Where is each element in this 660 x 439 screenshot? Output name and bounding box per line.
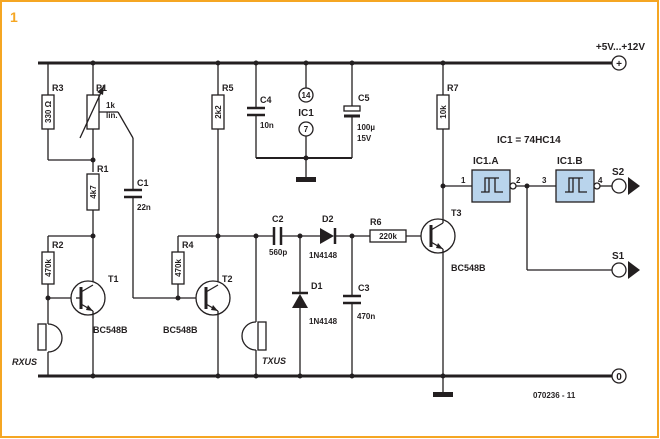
ground-terminal <box>611 368 627 384</box>
r5-value: 2k2 <box>214 105 223 119</box>
positive-terminal-symbol: + <box>616 59 622 70</box>
ic1a-pin-in: 1 <box>461 176 466 185</box>
transistor-t1: T1 BC548B <box>70 274 128 376</box>
ic-note: IC1 = 74HC14 <box>497 135 561 146</box>
c4-value: 10n <box>260 121 274 130</box>
output-s2: S2 <box>611 167 640 195</box>
resistor-r7: R7 10k <box>436 63 472 223</box>
t3-ground-symbol <box>433 376 453 397</box>
resistor-r4: R4 470k <box>171 235 218 298</box>
local-ground <box>256 157 352 182</box>
c2-ref: C2 <box>272 214 284 224</box>
r4-ref: R4 <box>182 240 194 250</box>
d2-ref: D2 <box>322 214 334 224</box>
t3-type: BC548B <box>451 263 486 273</box>
supply-voltage-label: +5V...+12V <box>596 42 645 53</box>
r5-ref: R5 <box>222 83 234 93</box>
d1-ref: D1 <box>311 281 323 291</box>
d2-type: 1N4148 <box>309 251 338 260</box>
c2-value: 560p <box>269 248 287 257</box>
c3-value: 470n <box>357 312 375 321</box>
capacitor-c5: C5 100µ 15V <box>343 63 375 158</box>
transistor-t3: T3 BC548B <box>420 208 486 376</box>
c5-voltage: 15V <box>357 134 372 143</box>
r4-value: 470k <box>174 259 183 277</box>
t1-type: BC548B <box>93 325 128 335</box>
schmitt-gate-ic1b: IC1.B 3 4 <box>542 156 612 203</box>
txus-label: TXUS <box>262 356 286 366</box>
c5-ref: C5 <box>358 93 370 103</box>
ic1a-ref: IC1.A <box>473 156 499 167</box>
ic1b-ref: IC1.B <box>557 156 583 167</box>
resistor-r1: R1 4k7 <box>86 164 109 288</box>
r3-value: 330 Ω <box>44 100 53 123</box>
r6-value: 220k <box>379 232 397 241</box>
t2-ref: T2 <box>222 274 233 284</box>
capacitor-c4: C4 10n <box>247 63 274 158</box>
output-s1: S1 <box>526 186 640 279</box>
resistor-r3: R3 330 Ω <box>41 63 93 161</box>
c4-ref: C4 <box>260 95 272 105</box>
schmitt-gate-ic1a: IC1.A 1 2 <box>461 156 556 203</box>
s2-label: S2 <box>612 167 625 178</box>
r7-value: 10k <box>439 105 448 119</box>
r3-ref: R3 <box>52 83 64 93</box>
resistor-r5: R5 2k2 <box>211 63 234 288</box>
positive-terminal <box>611 55 627 71</box>
ic1-pin-7: 7 <box>304 125 309 134</box>
r6-ref: R6 <box>370 217 382 227</box>
c1-value: 22n <box>137 203 151 212</box>
ic1-pin-14: 14 <box>302 91 311 100</box>
capacitor-c3: C3 470n <box>343 236 375 376</box>
ic1a-pin-out: 2 <box>516 176 521 185</box>
r2-ref: R2 <box>52 240 64 250</box>
ic1b-pin-in: 3 <box>542 176 547 185</box>
txus-transducer: TXUS <box>218 235 286 376</box>
ground-rail: 0 <box>38 368 627 384</box>
r1-ref: R1 <box>97 164 109 174</box>
resistor-r6: R6 220k <box>369 217 425 243</box>
transistor-t2: T2 BC548B <box>163 274 233 376</box>
c1-ref: C1 <box>137 178 149 188</box>
t1-ref: T1 <box>108 274 119 284</box>
d1-type: 1N4148 <box>309 317 338 326</box>
positive-rail: + +5V...+12V <box>38 42 645 71</box>
figure-number: 1 <box>10 9 18 25</box>
r2-value: 470k <box>44 259 53 277</box>
s1-label: S1 <box>612 251 625 262</box>
t3-ref: T3 <box>451 208 462 218</box>
ground-label: 0 <box>616 372 622 383</box>
rxus-label: RXUS <box>12 357 37 367</box>
p1-value-unit: lin. <box>106 111 118 120</box>
rxus-transducer: RXUS <box>12 323 63 376</box>
diode-d2: D2 1N4148 <box>309 214 370 260</box>
c3-ref: C3 <box>358 283 370 293</box>
ic1-ref: IC1 <box>298 108 314 119</box>
r1-value: 4k7 <box>89 185 98 199</box>
diode-d1: D1 1N4148 <box>292 236 338 376</box>
r7-ref: R7 <box>447 83 459 93</box>
p1-value: 1k <box>106 101 115 110</box>
p1-ref: P1 <box>96 83 107 93</box>
ic1-power-pins: 14 IC1 7 <box>298 63 314 178</box>
drawing-code: 070236 - 11 <box>533 391 576 400</box>
c5-value: 100µ <box>357 123 375 132</box>
resistor-r2: R2 470k <box>41 235 93 324</box>
capacitor-c1: C1 22n <box>124 138 206 299</box>
potentiometer-p1: P1 1k lin. <box>79 63 134 172</box>
ic1b-pin-out: 4 <box>598 176 603 185</box>
t2-type: BC548B <box>163 325 198 335</box>
